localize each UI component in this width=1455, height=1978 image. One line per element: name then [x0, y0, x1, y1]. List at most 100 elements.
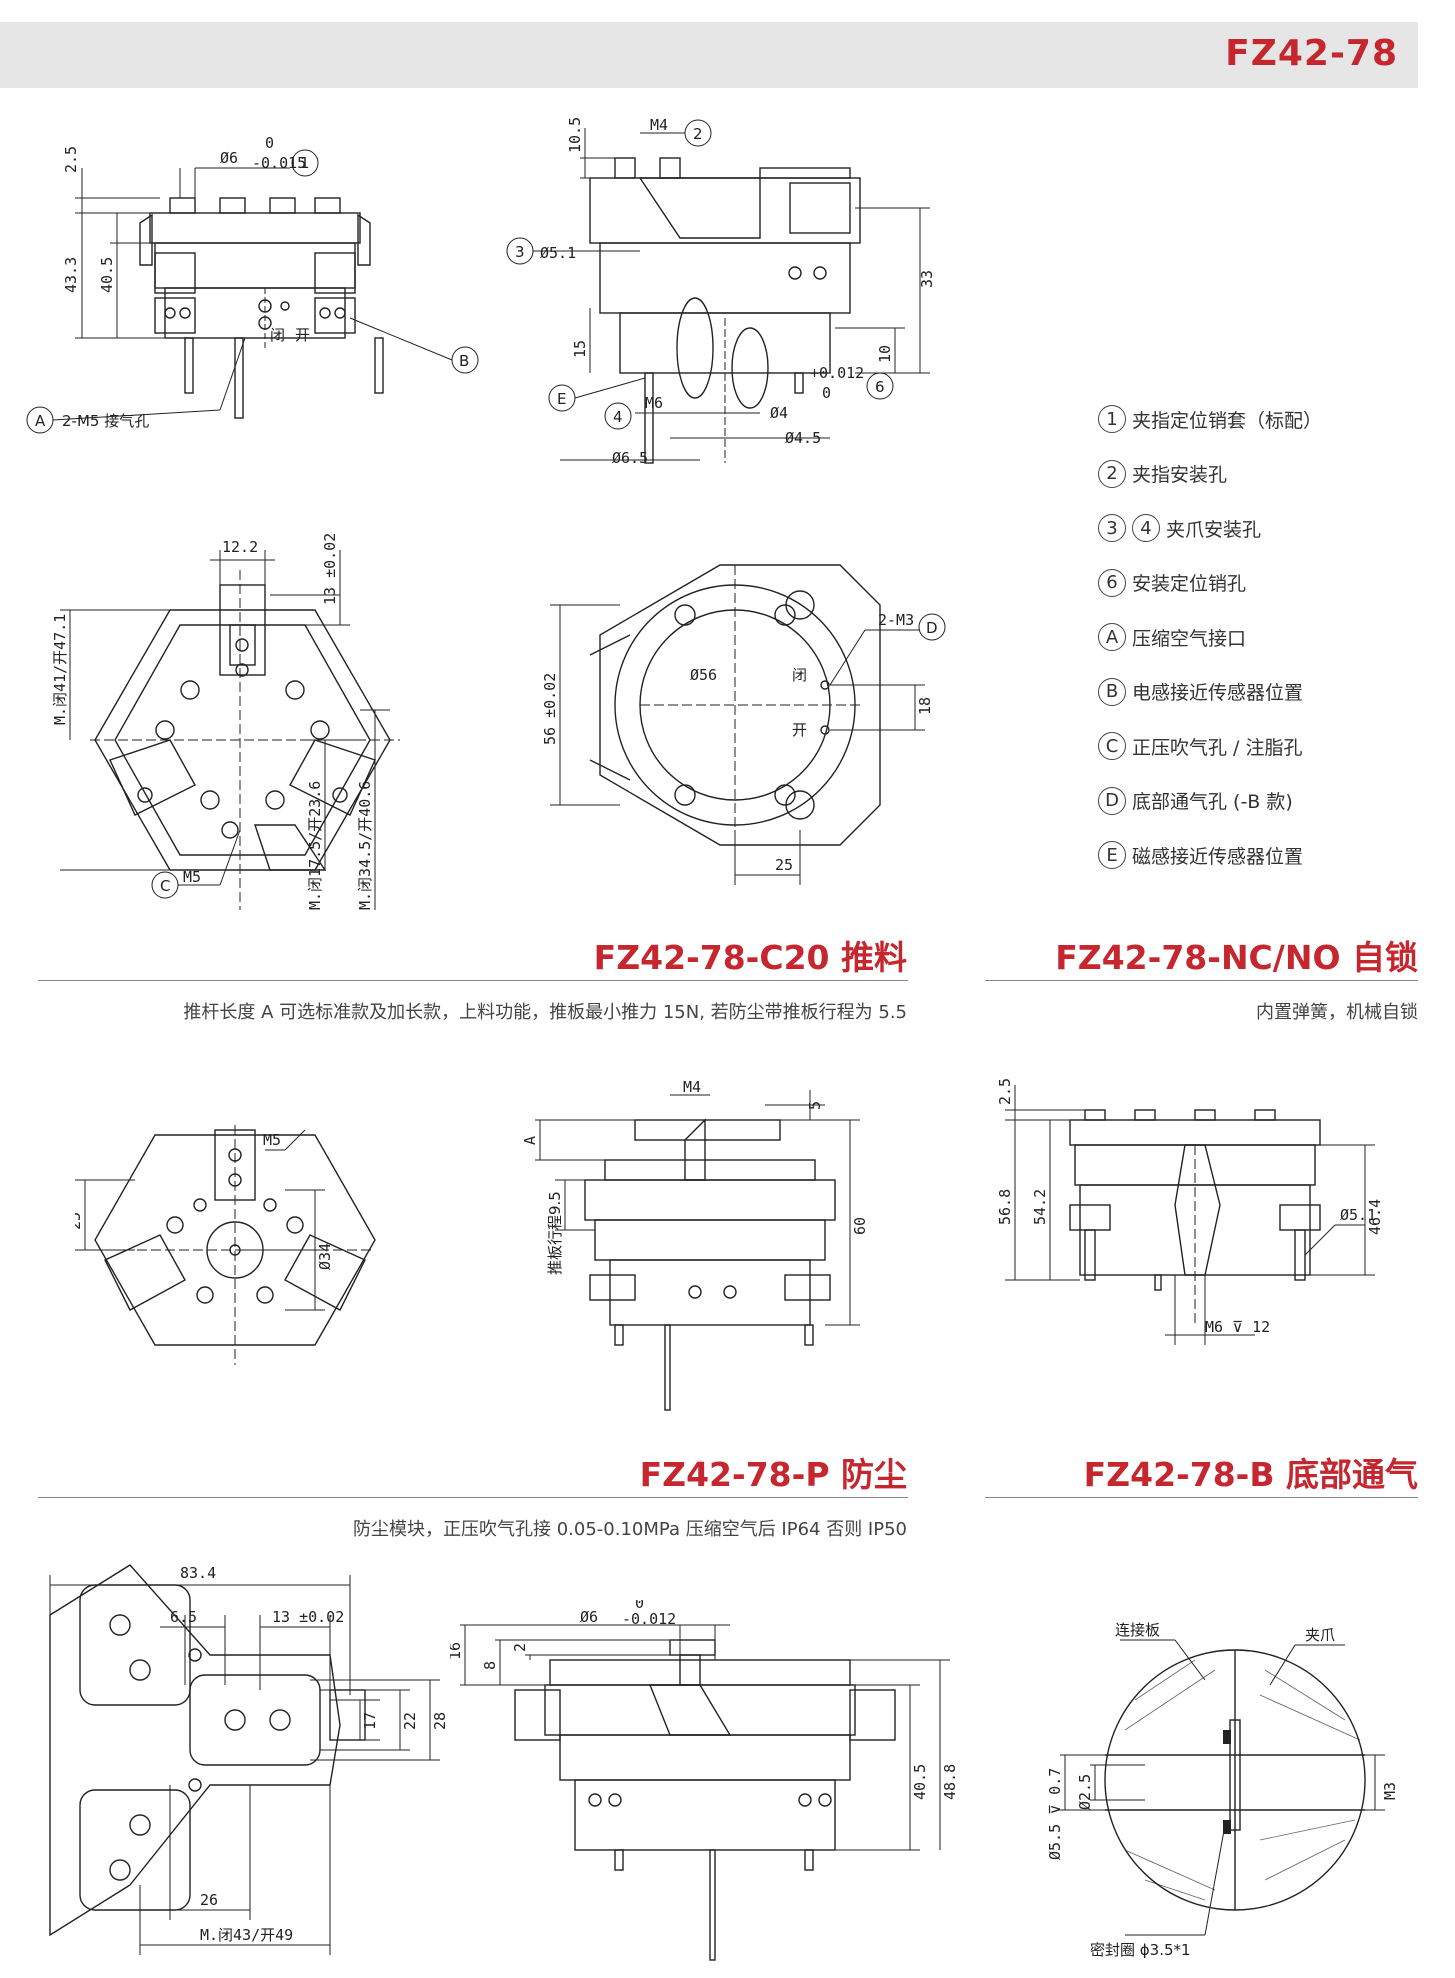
c20-top-drawing: M5 Ø34 25 — [75, 1120, 415, 1370]
svg-text:60: 60 — [851, 1217, 869, 1235]
svg-text:6: 6 — [875, 378, 885, 396]
svg-text:2: 2 — [511, 1643, 529, 1652]
svg-text:M.闭34.5/开40.6: M.闭34.5/开40.6 — [356, 781, 374, 910]
svg-text:4: 4 — [613, 408, 623, 426]
svg-text:0: 0 — [635, 1600, 644, 1612]
nc-side-drawing: 2.5 56.8 54.2 46.4 Ø5.1 M6 ⊽ 12 — [965, 1065, 1405, 1405]
svg-text:Ø34: Ø34 — [316, 1243, 334, 1270]
svg-text:Ø5.1: Ø5.1 — [540, 244, 576, 262]
section-title-b: FZ42-78-B 底部通气 — [1083, 1455, 1418, 1494]
svg-text:-0.015: -0.015 — [252, 154, 306, 172]
svg-text:连接板: 连接板 — [1115, 1621, 1160, 1639]
svg-text:54.2: 54.2 — [1031, 1189, 1049, 1225]
svg-text:2: 2 — [693, 125, 703, 143]
legend-text: 电感接近传感器位置 — [1132, 682, 1304, 705]
svg-text:56 ±0.02: 56 ±0.02 — [541, 673, 559, 745]
svg-text:0: 0 — [265, 134, 274, 152]
svg-text:闭: 闭 — [792, 666, 807, 684]
svg-text:2.5: 2.5 — [62, 146, 80, 173]
svg-text:D: D — [926, 619, 938, 637]
section-desc-nc: 内置弹簧，机械自锁 — [1256, 1002, 1418, 1023]
p-top-drawing: 83.4 6.5 13 ±0.02 17 22 28 26 M.闭43/开49 — [30, 1545, 450, 1965]
legend-item: E 磁感接近传感器位置 — [1098, 828, 1418, 883]
svg-text:开: 开 — [295, 326, 310, 344]
legend-item: A 压缩空气接口 — [1098, 610, 1418, 665]
section-title-c20: FZ42-78-C20 推料 — [593, 938, 907, 977]
legend-mark: 2 — [1098, 459, 1126, 488]
svg-text:闭: 闭 — [270, 326, 285, 344]
c20-side-drawing: M4 5 A 60 推板行程9.5 — [495, 1080, 915, 1430]
section-title-nc: FZ42-78-NC/NO 自锁 — [1055, 938, 1418, 977]
svg-text:Ø4: Ø4 — [770, 404, 788, 422]
svg-text:A: A — [35, 412, 46, 430]
svg-text:48.8: 48.8 — [941, 1764, 959, 1800]
section-divider — [38, 1497, 908, 1498]
svg-text:22: 22 — [401, 1712, 419, 1730]
b-detail-drawing: 连接板 夹爪 Ø5.5 ⊽ 0.7 Ø2.5 M3 密封圈 ϕ3.5*1 — [1045, 1600, 1415, 1960]
legend-text: 磁感接近传感器位置 — [1132, 845, 1304, 868]
svg-text:M5: M5 — [263, 1131, 281, 1149]
svg-text:8: 8 — [481, 1661, 499, 1670]
svg-text:M5: M5 — [183, 868, 201, 886]
svg-text:B: B — [459, 352, 469, 370]
section-divider — [38, 980, 908, 981]
svg-text:M4: M4 — [650, 116, 668, 134]
svg-text:Ø6.5: Ø6.5 — [612, 449, 648, 467]
legend: 1 夹指定位销套（标配） 2 夹指安装孔 3 4 夹爪安装孔 6 安装定位销孔 … — [1098, 392, 1418, 883]
svg-text:密封圈 ϕ3.5*1: 密封圈 ϕ3.5*1 — [1090, 1941, 1191, 1959]
svg-text:15: 15 — [571, 340, 589, 358]
legend-mark: E — [1098, 841, 1126, 870]
section-title-p: FZ42-78-P 防尘 — [639, 1455, 907, 1494]
legend-item: 1 夹指定位销套（标配） — [1098, 392, 1418, 447]
svg-text:10: 10 — [876, 345, 894, 363]
legend-item: 6 安装定位销孔 — [1098, 556, 1418, 611]
legend-mark: 6 — [1098, 568, 1126, 597]
svg-text:开: 开 — [792, 721, 807, 739]
svg-text:83.4: 83.4 — [180, 1564, 216, 1582]
svg-text:Ø2.5: Ø2.5 — [1076, 1774, 1094, 1810]
section-desc-c20: 推杆长度 A 可选标准款及加长款，上料功能，推板最小推力 15N, 若防尘带推板… — [183, 1002, 907, 1023]
legend-item: D 底部通气孔 (-B 款) — [1098, 774, 1418, 829]
legend-mark: 1 — [1098, 405, 1126, 434]
svg-text:M.闭43/开49: M.闭43/开49 — [200, 1926, 293, 1944]
section-divider — [985, 1497, 1418, 1498]
svg-text:25: 25 — [775, 856, 793, 874]
top-view-drawing: 12.2 13 ±0.02 M.闭41/开47.1 M.闭17.5/开23.6 … — [40, 530, 480, 920]
svg-text:12.2: 12.2 — [222, 538, 258, 556]
page-title: FZ42-78 — [1225, 33, 1398, 74]
svg-text:A: A — [521, 1136, 539, 1145]
svg-text:43.3: 43.3 — [62, 257, 80, 293]
svg-text:2-M3: 2-M3 — [878, 611, 914, 629]
bottom-view-drawing: 56 ±0.02 Ø56 2-M3 D 闭 开 18 25 — [520, 545, 980, 905]
section-divider — [985, 980, 1418, 981]
svg-text:10.5: 10.5 — [566, 117, 584, 153]
svg-text:25: 25 — [75, 1212, 84, 1230]
legend-item: 2 夹指安装孔 — [1098, 447, 1418, 502]
svg-text:46.4: 46.4 — [1366, 1199, 1384, 1235]
legend-item: B 电感接近传感器位置 — [1098, 665, 1418, 720]
page-header: FZ42-78 — [0, 22, 1418, 88]
section-desc-p: 防尘模块，正压吹气孔接 0.05-0.10MPa 压缩空气后 IP64 否则 I… — [353, 1519, 907, 1540]
legend-text: 底部通气孔 (-B 款) — [1132, 791, 1293, 814]
svg-text:3: 3 — [515, 243, 525, 261]
p-side-drawing: 16 8 2 Ø6 0 -0.012 40.5 48.8 — [450, 1600, 1010, 1965]
legend-mark: A — [1098, 623, 1126, 652]
svg-text:40.5: 40.5 — [98, 257, 116, 293]
legend-text: 正压吹气孔 / 注脂孔 — [1132, 736, 1303, 759]
svg-text:16: 16 — [450, 1642, 464, 1660]
svg-text:40.5: 40.5 — [911, 1764, 929, 1800]
legend-item: 3 4 夹爪安装孔 — [1098, 501, 1418, 556]
legend-text: 夹爪安装孔 — [1166, 518, 1262, 541]
side-view-drawing: 10.5 M4 2 3 Ø5.1 15 E 33 10 4 M6 Ø4 +0.0… — [500, 108, 960, 488]
front-view-drawing: 2.5 43.3 40.5 Ø6 0 -0.015 1 B A 2-M5 接气孔… — [20, 128, 490, 458]
svg-text:Ø5.1: Ø5.1 — [1340, 1206, 1376, 1224]
svg-text:E: E — [557, 390, 566, 408]
svg-text:17: 17 — [361, 1712, 379, 1730]
svg-text:Ø5.5 ⊽ 0.7: Ø5.5 ⊽ 0.7 — [1046, 1768, 1064, 1860]
svg-text:56.8: 56.8 — [996, 1189, 1014, 1225]
svg-text:33: 33 — [918, 270, 936, 288]
svg-text:2.5: 2.5 — [996, 1078, 1014, 1105]
svg-text:M6: M6 — [645, 394, 663, 412]
legend-mark: C — [1098, 732, 1126, 761]
svg-text:C: C — [160, 877, 170, 895]
